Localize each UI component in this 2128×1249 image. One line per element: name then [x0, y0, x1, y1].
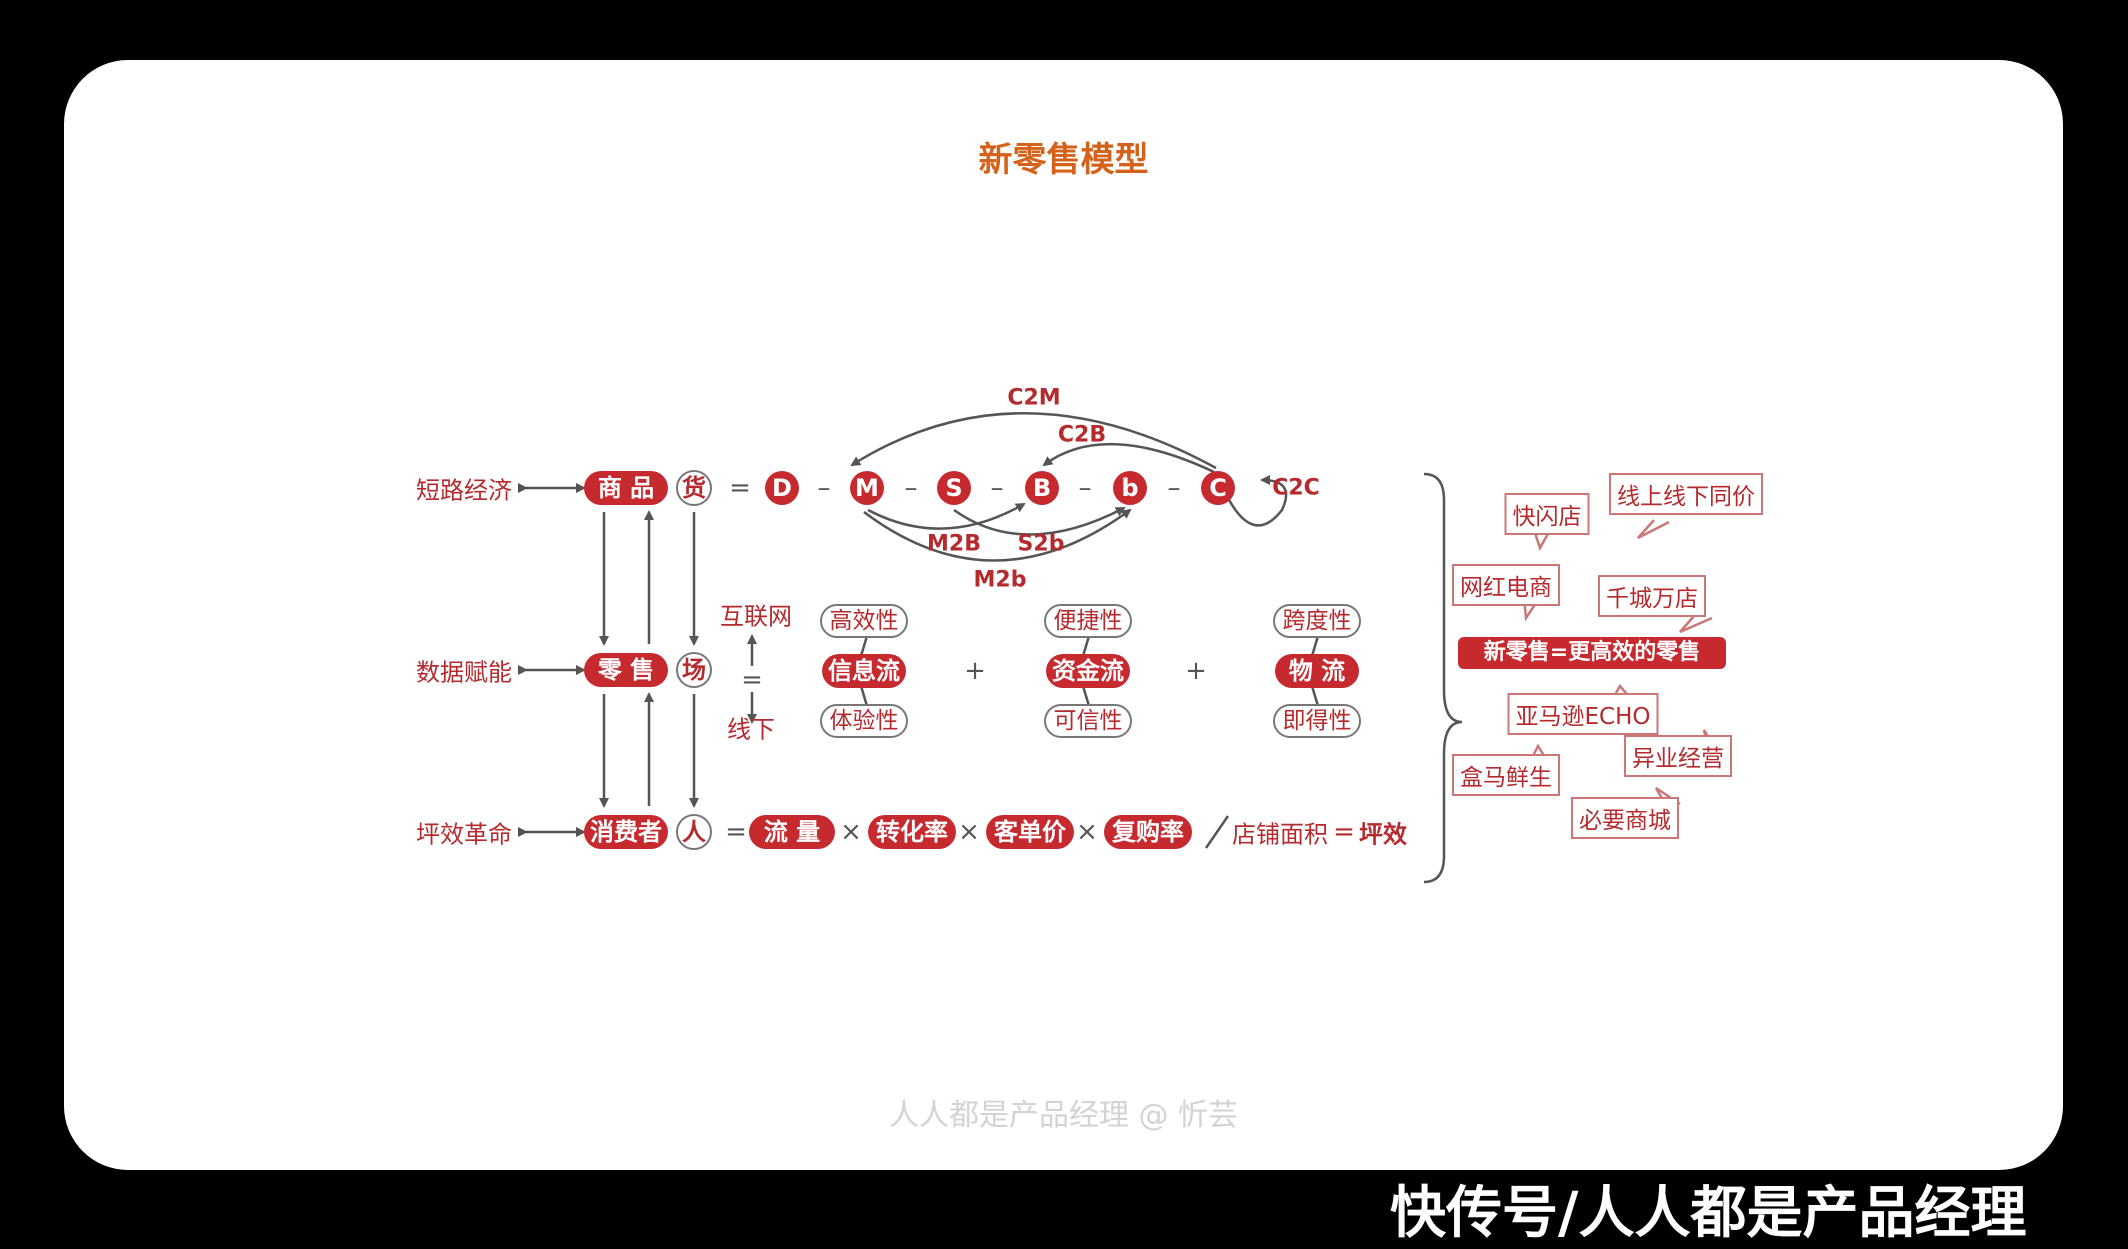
- flow-c2m: C2M: [1007, 385, 1061, 411]
- watermark: 人人都是产品经理 @ 忻芸: [888, 1098, 1239, 1133]
- dash: –: [1078, 473, 1092, 503]
- bubble-hema: 盒马鲜生: [1452, 754, 1560, 796]
- floor-efficiency: 坪效: [1359, 820, 1407, 849]
- row1-pill: 商 品: [584, 471, 668, 505]
- flow-c2c: C2C: [1272, 475, 1320, 501]
- arc-c2m: [850, 412, 1217, 470]
- term-conversion: 转化率: [868, 815, 956, 849]
- flow-m2b-big: M2B: [927, 531, 981, 557]
- bubble-amazon-echo: 亚马逊ECHO: [1507, 693, 1659, 735]
- times: ×: [1076, 817, 1098, 847]
- arc-s2b: [953, 506, 1126, 536]
- node-c: C: [1201, 471, 1235, 505]
- bubble-same-price: 线上线下同价: [1609, 473, 1763, 515]
- term-repurchase: 复购率: [1104, 815, 1192, 849]
- info-flow-bottom: 体验性: [820, 704, 908, 738]
- row2-pill: 零 售: [584, 653, 668, 687]
- bubble-popup-store: 快闪店: [1504, 493, 1590, 535]
- dash: –: [1167, 473, 1181, 503]
- row3-label: 坪效革命: [416, 820, 512, 849]
- logistics-top: 跨度性: [1273, 604, 1361, 638]
- channel-offline: 线下: [727, 715, 775, 744]
- times: ×: [958, 817, 980, 847]
- flow-m2b-small: M2b: [973, 567, 1027, 593]
- dash: –: [904, 473, 918, 503]
- node-s: S: [937, 471, 971, 505]
- node-b-lower: b: [1113, 471, 1147, 505]
- node-m: M: [850, 471, 884, 505]
- dash: –: [817, 473, 831, 503]
- bubble-influencer-ecommerce: 网红电商: [1452, 564, 1560, 606]
- arc-c2c: [1226, 475, 1288, 527]
- flow-c2b: C2B: [1057, 422, 1107, 448]
- times: ×: [840, 817, 862, 847]
- row3-pill: 消费者: [584, 815, 668, 849]
- chain-equals: =: [729, 473, 751, 503]
- footer-caption: 快传号/人人都是产品经理: [1390, 1181, 2027, 1246]
- row1-circle: 货: [676, 470, 712, 506]
- arc-m2b-small: [863, 508, 1132, 562]
- brace: [1423, 472, 1463, 884]
- arc-c2b: [1042, 442, 1215, 474]
- bubble-biyao: 必要商城: [1571, 797, 1679, 839]
- channel-internet: 互联网: [720, 602, 792, 631]
- plus: +: [1185, 656, 1207, 686]
- divider-slash: [1204, 815, 1230, 849]
- info-flow: 信息流: [822, 654, 906, 688]
- plus: +: [964, 656, 986, 686]
- money-flow-top: 便捷性: [1044, 604, 1132, 638]
- logistics-flow: 物 流: [1275, 654, 1359, 688]
- money-flow: 资金流: [1046, 654, 1130, 688]
- bubble-thousand-cities: 千城万店: [1598, 575, 1706, 617]
- bubble-cross-industry: 异业经营: [1624, 735, 1732, 777]
- channel-equals: =: [741, 665, 763, 695]
- page-title: 新零售模型: [978, 140, 1149, 180]
- dash: –: [990, 473, 1004, 503]
- row2-label: 数据赋能: [416, 658, 512, 687]
- formula-equals-2: =: [1333, 817, 1355, 847]
- node-b-upper: B: [1025, 471, 1059, 505]
- formula-equals: =: [725, 817, 747, 847]
- row3-circle: 人: [676, 814, 712, 850]
- term-unit-price: 客单价: [986, 815, 1074, 849]
- arc-m2b-big: [867, 502, 1026, 530]
- term-traffic: 流 量: [749, 815, 835, 849]
- store-area: 店铺面积: [1232, 820, 1328, 849]
- logistics-bottom: 即得性: [1273, 704, 1361, 738]
- money-flow-bottom: 可信性: [1044, 704, 1132, 738]
- row2-circle: 场: [676, 652, 712, 688]
- flow-s2b: S2b: [1017, 531, 1065, 557]
- diagram-card: 新零售模型: [64, 60, 2063, 1170]
- new-retail-definition: 新零售=更高效的零售: [1458, 637, 1726, 669]
- info-flow-top: 高效性: [820, 604, 908, 638]
- node-d: D: [765, 471, 799, 505]
- row1-label: 短路经济: [416, 476, 512, 505]
